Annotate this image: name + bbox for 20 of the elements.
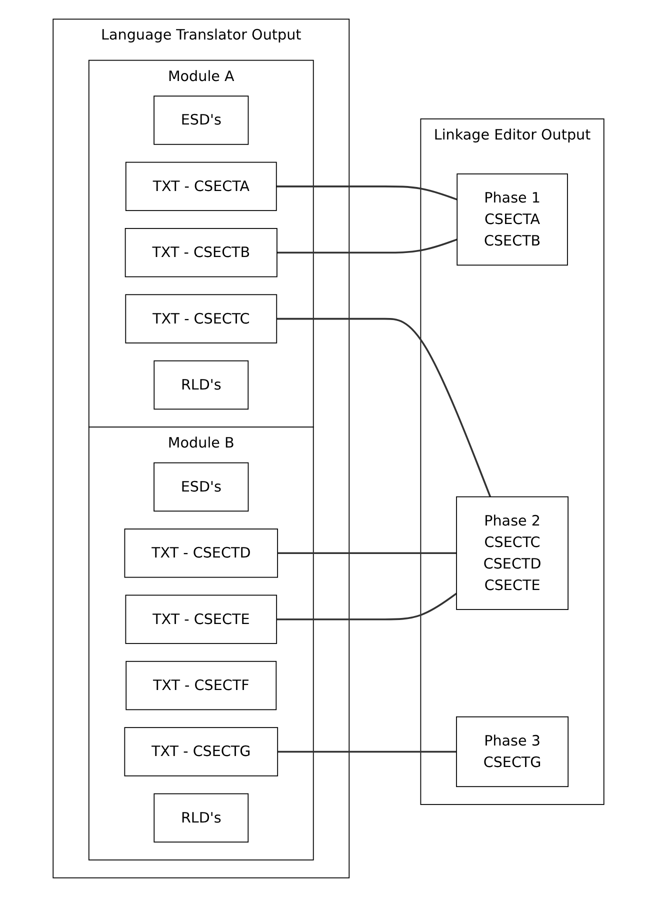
- connector: [276, 186, 458, 200]
- connector: [278, 552, 457, 554]
- connector: [276, 238, 458, 254]
- node-box: Phase 2 CSECTC CSECTD CSECTE: [456, 496, 569, 610]
- node-box: Phase 3 CSECTG: [456, 716, 569, 788]
- node-box: TXT - CSECTG: [124, 727, 278, 776]
- node-box: TXT - CSECTB: [124, 228, 278, 278]
- node-box: RLD's: [154, 793, 249, 843]
- node-box: TXT - CSECTC: [125, 294, 278, 344]
- node-box: ESD's: [154, 96, 249, 145]
- connector: [278, 750, 456, 753]
- node-box: RLD's: [154, 360, 249, 410]
- connector: [276, 318, 492, 498]
- node-box: TXT - CSECTF: [126, 660, 277, 710]
- node-box: TXT - CSECTA: [125, 162, 277, 212]
- connector: [276, 592, 458, 620]
- node-box: ESD's: [154, 462, 249, 512]
- node-box: TXT - CSECTE: [125, 594, 278, 644]
- node-box: TXT - CSECTD: [124, 528, 278, 578]
- node-box: Phase 1 CSECTA CSECTB: [456, 173, 568, 266]
